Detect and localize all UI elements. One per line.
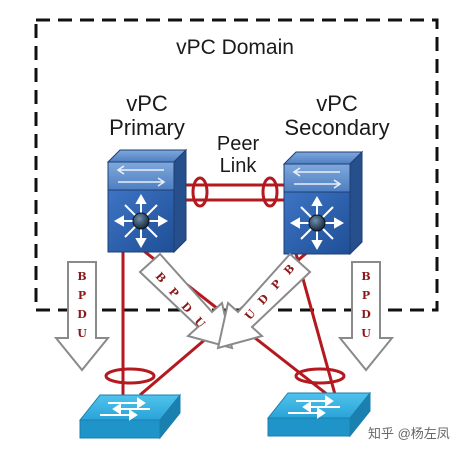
vpc-domain-label: vPC Domain bbox=[176, 36, 294, 59]
bpdu-letter: U bbox=[361, 327, 371, 340]
vpc-primary-line1: vPC bbox=[126, 91, 168, 116]
peer-link-bundle-right bbox=[261, 176, 279, 208]
peer-link-bundle-left bbox=[191, 176, 209, 208]
access-switch-icon bbox=[288, 395, 340, 419]
access-switch-right bbox=[266, 391, 372, 438]
bpdu-letter: B bbox=[77, 270, 86, 283]
bpdu-letter: P bbox=[78, 289, 86, 302]
watermark: 知乎 @杨左凤 bbox=[368, 426, 450, 441]
bpdu-text-left: B P D U bbox=[77, 270, 87, 340]
bpdu-text-right: B P D U bbox=[361, 270, 371, 340]
bpdu-arrow-right bbox=[337, 261, 395, 372]
vpc-primary-label: vPC Primary bbox=[92, 91, 202, 141]
port-channel-right bbox=[294, 367, 346, 385]
peer-link-label: Peer Link bbox=[198, 133, 278, 177]
bpdu-letter: P bbox=[362, 289, 370, 302]
vpc-secondary-label: vPC Secondary bbox=[262, 91, 412, 141]
access-switch-left bbox=[78, 393, 182, 440]
port-channel-left bbox=[104, 367, 156, 385]
bpdu-arrow-diag-right bbox=[216, 252, 312, 350]
access-switch-icon bbox=[100, 397, 150, 421]
peer-link-line1: Peer bbox=[216, 133, 260, 155]
secondary-switch bbox=[282, 150, 364, 256]
bpdu-arrow-left bbox=[53, 261, 111, 372]
bpdu-letter: D bbox=[77, 308, 87, 321]
peer-link-line2: Link bbox=[219, 155, 257, 177]
vpc-secondary-line1: vPC bbox=[316, 91, 358, 116]
bpdu-letter: B bbox=[361, 270, 370, 283]
bpdu-letter: U bbox=[77, 327, 87, 340]
primary-switch bbox=[106, 148, 188, 254]
vpc-secondary-line2: Secondary bbox=[284, 115, 390, 141]
peer-link bbox=[178, 176, 292, 208]
vpc-primary-line2: Primary bbox=[109, 115, 185, 141]
bpdu-letter: D bbox=[361, 308, 371, 321]
